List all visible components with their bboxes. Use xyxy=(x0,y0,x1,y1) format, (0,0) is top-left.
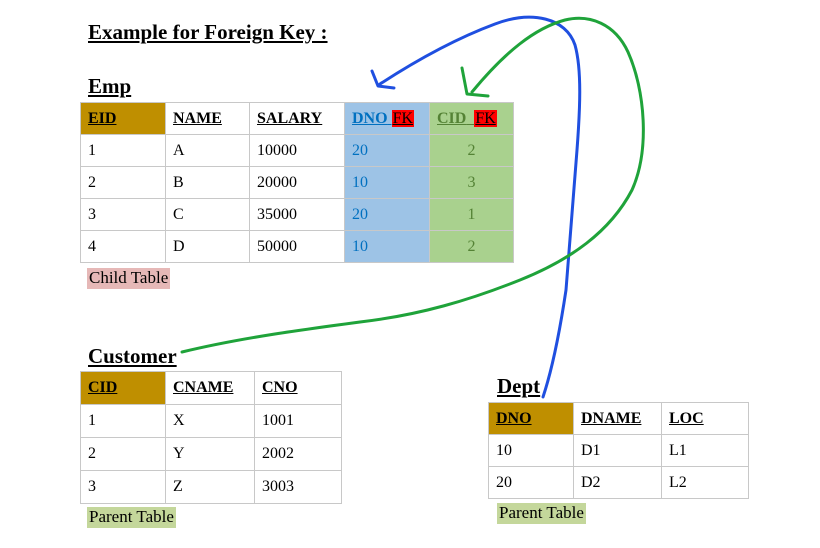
cell-cid: 1 xyxy=(429,198,514,231)
table-row: 2 Y 2002 xyxy=(80,437,342,471)
cell-dno: 10 xyxy=(344,230,430,263)
table-row: 4 D 50000 10 2 xyxy=(80,230,514,263)
dept-table-caption: Parent Table xyxy=(497,503,586,524)
cell-dno: 20 xyxy=(344,134,430,167)
cell-eid: 2 xyxy=(80,166,166,199)
table-row: 3 Z 3003 xyxy=(80,470,342,504)
fk-tag: FK xyxy=(391,109,415,127)
cell-salary: 20000 xyxy=(249,166,345,199)
cell-cid: 2 xyxy=(80,437,166,471)
cell-cid: 1 xyxy=(80,404,166,438)
blue-arrowhead xyxy=(370,69,396,90)
cell-eid: 3 xyxy=(80,198,166,231)
column-header-loc: LOC xyxy=(661,402,749,435)
column-header-cid: CID FK xyxy=(429,102,514,135)
cell-dname: D1 xyxy=(573,434,662,467)
cell-eid: 1 xyxy=(80,134,166,167)
cell-cno: 1001 xyxy=(254,404,342,438)
customer-table-caption: Parent Table xyxy=(87,507,176,528)
emp-table-title: Emp xyxy=(88,74,132,98)
column-header-cid: CID xyxy=(80,371,166,405)
cell-loc: L1 xyxy=(661,434,749,467)
cell-salary: 50000 xyxy=(249,230,345,263)
cell-dno: 10 xyxy=(488,434,574,467)
cell-cid: 3 xyxy=(80,470,166,504)
table-header-row: EID NAME SALARY DNO FK CID FK xyxy=(80,102,514,135)
customer-table: CID CNAME CNO 1 X 1001 2 Y 2002 3 Z 3003 xyxy=(80,371,342,504)
column-header-dname: DNAME xyxy=(573,402,662,435)
child-table-caption: Child Table xyxy=(87,268,171,289)
cell-name: B xyxy=(165,166,250,199)
cell-dno: 20 xyxy=(488,466,574,499)
cell-cname: Y xyxy=(165,437,255,471)
cell-cname: Z xyxy=(165,470,255,504)
cell-cid: 3 xyxy=(429,166,514,199)
cell-loc: L2 xyxy=(661,466,749,499)
dept-table: DNO DNAME LOC 10 D1 L1 20 D2 L2 xyxy=(488,402,749,499)
column-header-dno: DNO FK xyxy=(344,102,430,135)
cell-dname: D2 xyxy=(573,466,662,499)
customer-table-title: Customer xyxy=(88,344,177,368)
fk-tag: FK xyxy=(474,109,497,127)
table-row: 20 D2 L2 xyxy=(488,466,749,499)
cell-eid: 4 xyxy=(80,230,166,263)
emp-table: EID NAME SALARY DNO FK CID FK 1 A 10000 … xyxy=(80,102,514,263)
cell-name: C xyxy=(165,198,250,231)
dno-header-label: DNO xyxy=(352,109,388,127)
green-arrowhead xyxy=(460,66,490,98)
column-header-dno: DNO xyxy=(488,402,574,435)
cell-cno: 3003 xyxy=(254,470,342,504)
table-row: 3 C 35000 20 1 xyxy=(80,198,514,231)
cell-dno: 10 xyxy=(344,166,430,199)
page-title: Example for Foreign Key : xyxy=(88,20,328,44)
table-row: 2 B 20000 10 3 xyxy=(80,166,514,199)
column-header-name: NAME xyxy=(165,102,250,135)
cell-cid: 2 xyxy=(429,134,514,167)
cell-dno: 20 xyxy=(344,198,430,231)
table-header-row: CID CNAME CNO xyxy=(80,371,342,405)
column-header-eid: EID xyxy=(80,102,166,135)
column-header-cno: CNO xyxy=(254,371,342,405)
table-row: 1 A 10000 20 2 xyxy=(80,134,514,167)
table-row: 1 X 1001 xyxy=(80,404,342,438)
cell-name: A xyxy=(165,134,250,167)
column-header-salary: SALARY xyxy=(249,102,345,135)
cell-cid: 2 xyxy=(429,230,514,263)
dept-table-title: Dept xyxy=(497,374,541,398)
table-header-row: DNO DNAME LOC xyxy=(488,402,749,435)
cid-header-label: CID xyxy=(437,109,467,127)
cell-cno: 2002 xyxy=(254,437,342,471)
table-row: 10 D1 L1 xyxy=(488,434,749,467)
cell-salary: 10000 xyxy=(249,134,345,167)
cell-salary: 35000 xyxy=(249,198,345,231)
cell-cname: X xyxy=(165,404,255,438)
cell-name: D xyxy=(165,230,250,263)
column-header-cname: CNAME xyxy=(165,371,255,405)
